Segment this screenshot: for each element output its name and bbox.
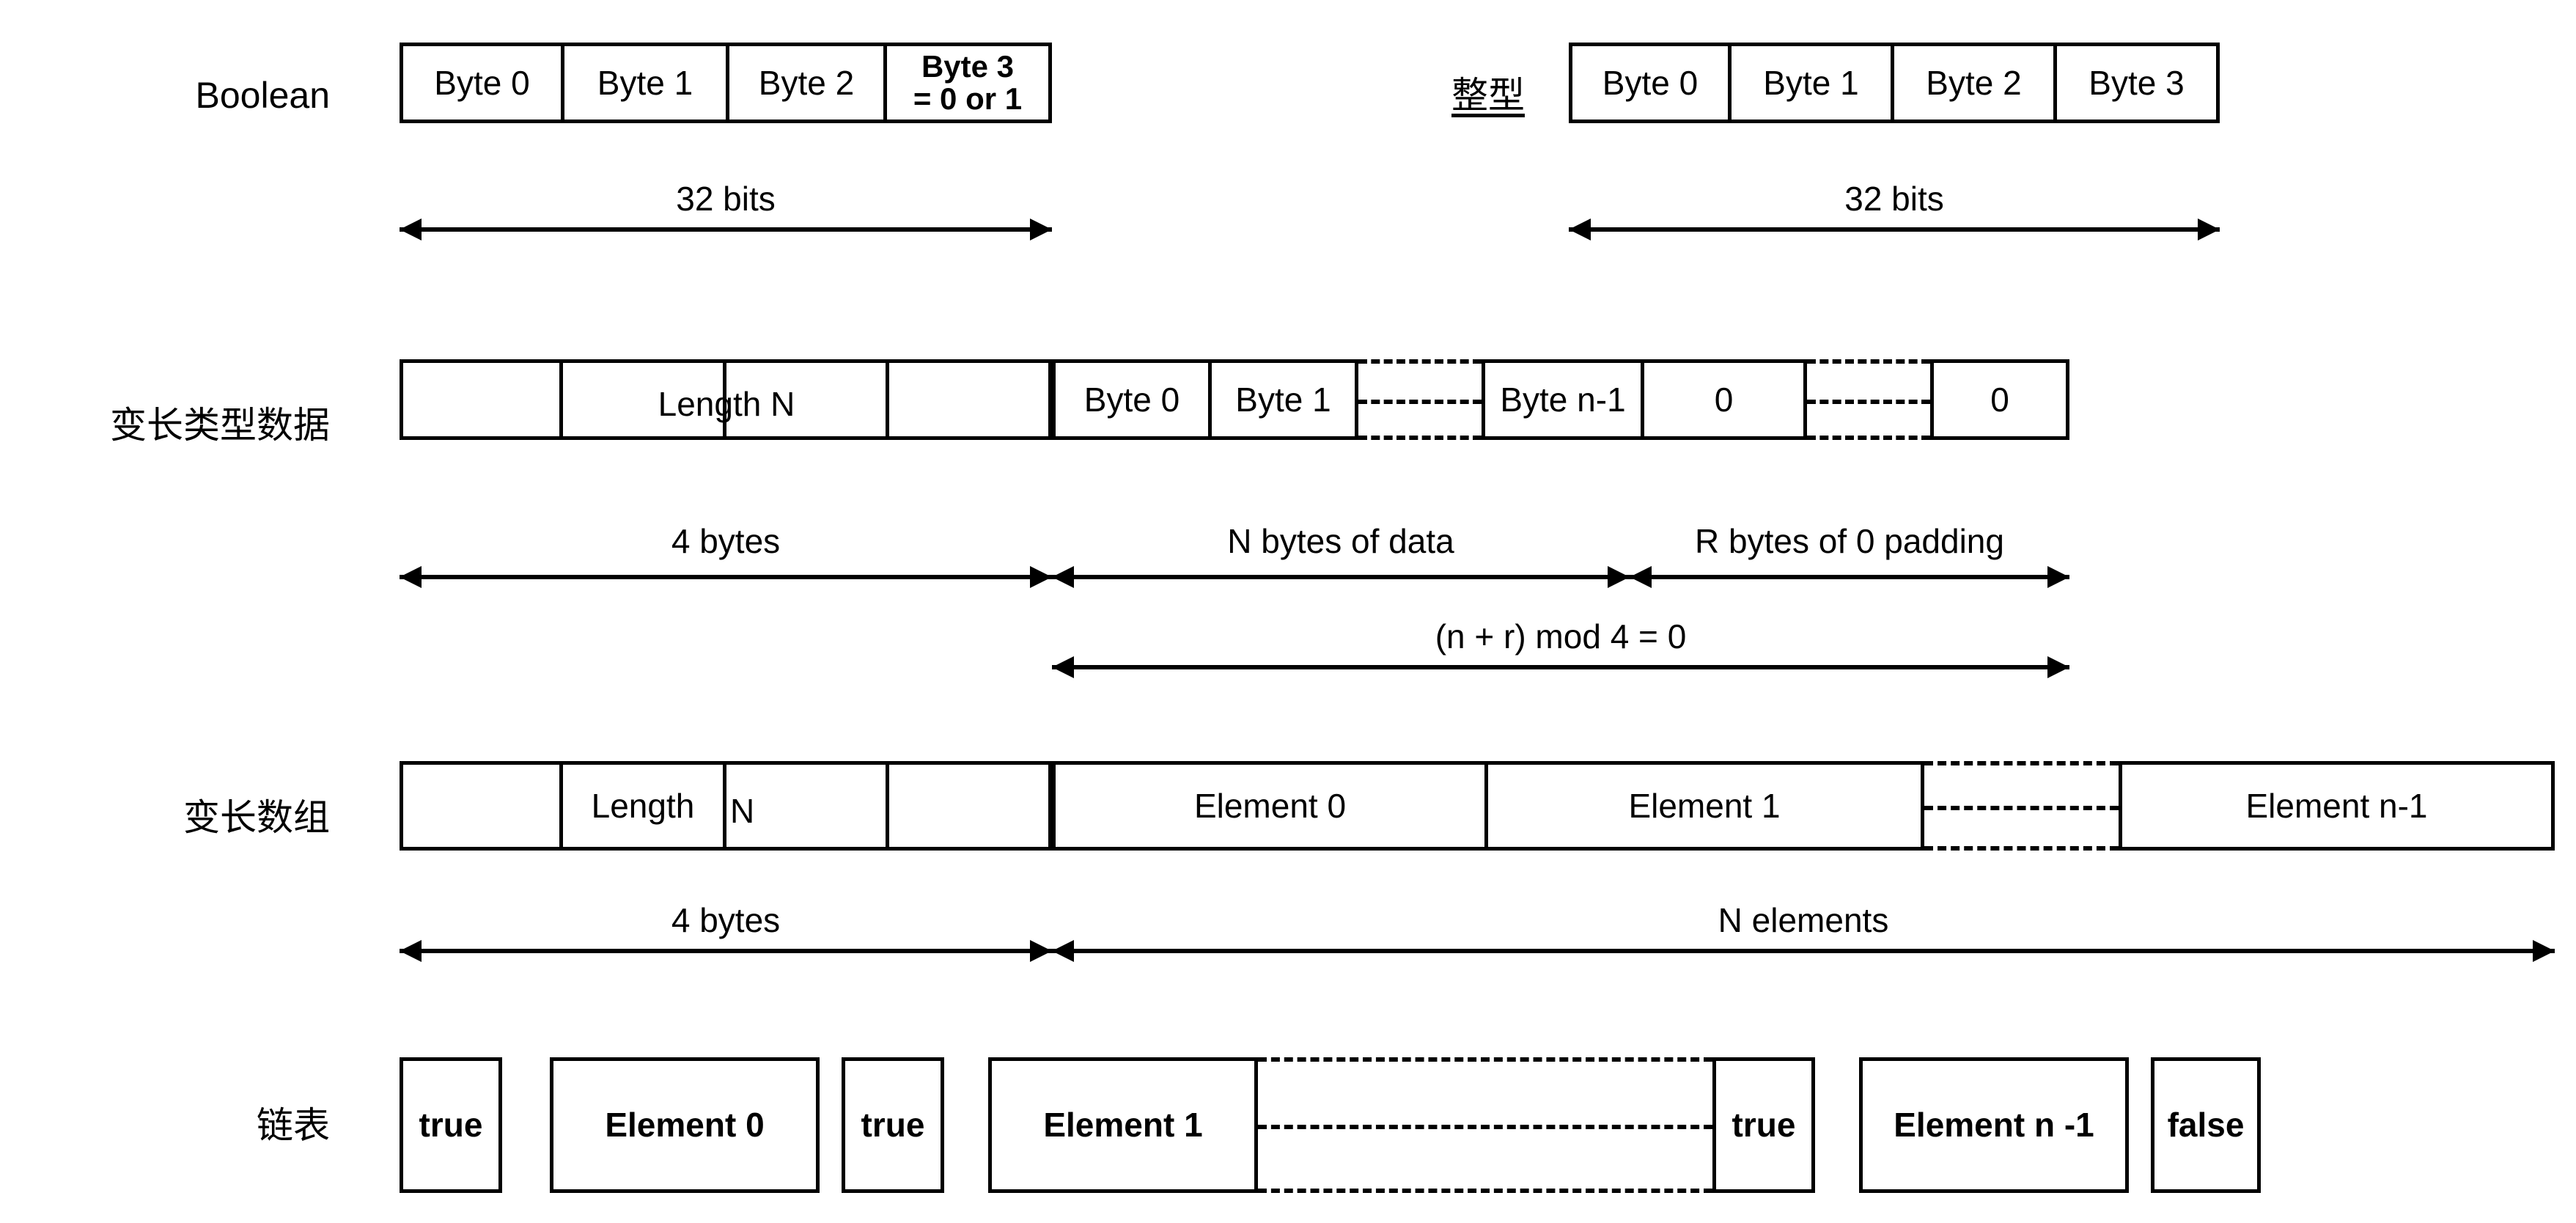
arrow-head-right-icon — [2198, 218, 2220, 240]
arrow-head-right-icon — [1030, 940, 1052, 962]
row-label-varlen-data: 变长类型数据 — [110, 405, 330, 446]
arrow-head-left-icon — [1630, 566, 1652, 588]
arrow-head-right-icon — [1608, 566, 1630, 588]
varlen-data-length-label: Length N — [658, 385, 795, 423]
arrow-shaft — [1052, 575, 1630, 579]
varlen-array-dim-length-label: 4 bytes — [671, 901, 781, 939]
varlen-data-dim-total-label: (n + r) mod 4 = 0 — [1435, 617, 1687, 655]
varlen-data-dim-data-label: N bytes of data — [1227, 522, 1454, 560]
arrow-shaft — [1052, 665, 2069, 669]
integer-byte-0-cell: Byte 0 — [1569, 43, 1732, 123]
arrow-shaft — [400, 227, 1052, 232]
boolean-dimension-arrow — [400, 218, 1052, 240]
varlen-array-length-cell-1: Length — [563, 761, 726, 851]
varlen-array-elements-arrow — [1052, 940, 2555, 962]
arrow-head-left-icon — [1052, 656, 1074, 678]
arrow-shaft — [1630, 575, 2069, 579]
linked-list-flag-end-cell: false — [2151, 1057, 2261, 1193]
varlen-data-length-arrow — [400, 566, 1052, 588]
varlen-data-total-arrow — [1052, 656, 2069, 678]
varlen-data-data-arrow — [1052, 566, 1630, 588]
row-label-linked-list: 链表 — [257, 1105, 330, 1146]
varlen-array-dim-elements-label: N elements — [1718, 901, 1889, 939]
boolean-byte-3-line-1: Byte 3 — [921, 48, 1015, 84]
arrow-head-right-icon — [1030, 566, 1052, 588]
arrow-shaft — [400, 949, 1052, 953]
varlen-data-length-cell-0 — [400, 359, 563, 440]
boolean-byte-3-cell: Byte 3 = 0 or 1 — [887, 43, 1052, 123]
varlen-array-ellipsis-midline-icon — [1924, 806, 2119, 810]
linked-list-ellipsis-midline-icon — [1258, 1125, 1712, 1129]
linked-list-element-0-cell: Element 0 — [550, 1057, 820, 1193]
varlen-data-pad-cell-0: 0 — [1644, 359, 1807, 440]
varlen-array-element-0-cell: Element 0 — [1052, 761, 1488, 851]
boolean-byte-1-cell: Byte 1 — [564, 43, 729, 123]
row-label-varlen-array: 变长数组 — [183, 797, 330, 838]
boolean-byte-0-cell: Byte 0 — [400, 43, 564, 123]
varlen-array-length-arrow — [400, 940, 1052, 962]
arrow-head-left-icon — [400, 940, 422, 962]
varlen-array-length-cell-2 — [726, 761, 889, 851]
arrow-head-right-icon — [2047, 656, 2069, 678]
varlen-array-length-n-label: N — [730, 792, 755, 830]
arrow-shaft — [1052, 949, 2555, 953]
arrow-head-right-icon — [2533, 940, 2555, 962]
varlen-data-dim-length-label: 4 bytes — [671, 522, 781, 560]
integer-byte-2-cell: Byte 2 — [1894, 43, 2057, 123]
linked-list-flag-last-cell: true — [1712, 1057, 1815, 1193]
linked-list-flag-1-cell: true — [842, 1057, 944, 1193]
varlen-data-byte-0-cell: Byte 0 — [1052, 359, 1212, 440]
integer-byte-3-cell: Byte 3 — [2057, 43, 2220, 123]
varlen-data-pad-cell-last: 0 — [1930, 359, 2069, 440]
linked-list-element-1-cell: Element 1 — [988, 1057, 1258, 1193]
integer-dimension-arrow — [1569, 218, 2220, 240]
arrow-shaft — [1569, 227, 2220, 232]
integer-byte-1-cell: Byte 1 — [1732, 43, 1894, 123]
arrow-head-left-icon — [1052, 940, 1074, 962]
row-label-boolean: Boolean — [195, 75, 331, 116]
varlen-data-ellipsis-midline-icon — [1358, 400, 1482, 404]
arrow-head-right-icon — [2047, 566, 2069, 588]
varlen-array-element-1-cell: Element 1 — [1488, 761, 1924, 851]
boolean-byte-2-cell: Byte 2 — [729, 43, 887, 123]
varlen-data-pad-ellipsis-midline-icon — [1807, 400, 1930, 404]
arrow-head-left-icon — [1052, 566, 1074, 588]
linked-list-flag-0-cell: true — [400, 1057, 502, 1193]
arrow-head-left-icon — [400, 566, 422, 588]
linked-list-element-n-1-cell: Element n -1 — [1859, 1057, 2129, 1193]
arrow-head-left-icon — [1569, 218, 1591, 240]
varlen-data-length-cell-2 — [726, 359, 889, 440]
varlen-data-length-cell-1 — [563, 359, 726, 440]
arrow-head-left-icon — [400, 218, 422, 240]
varlen-array-length-cell-3 — [889, 761, 1052, 851]
varlen-data-byte-n-1-cell: Byte n-1 — [1482, 359, 1644, 440]
varlen-data-byte-1-cell: Byte 1 — [1212, 359, 1358, 440]
arrow-head-right-icon — [1030, 218, 1052, 240]
varlen-array-length-cell-0 — [400, 761, 563, 851]
varlen-data-dim-padding-label: R bytes of 0 padding — [1695, 522, 2004, 560]
boolean-byte-3-line-2: = 0 or 1 — [913, 81, 1023, 116]
varlen-data-length-cell-3 — [889, 359, 1052, 440]
varlen-data-padding-arrow — [1630, 566, 2069, 588]
integer-dimension-label: 32 bits — [1844, 180, 1944, 218]
row-label-integer: 整型 — [1451, 75, 1525, 116]
arrow-shaft — [400, 575, 1052, 579]
varlen-array-element-n-1-cell: Element n-1 — [2119, 761, 2555, 851]
boolean-dimension-label: 32 bits — [676, 180, 776, 218]
